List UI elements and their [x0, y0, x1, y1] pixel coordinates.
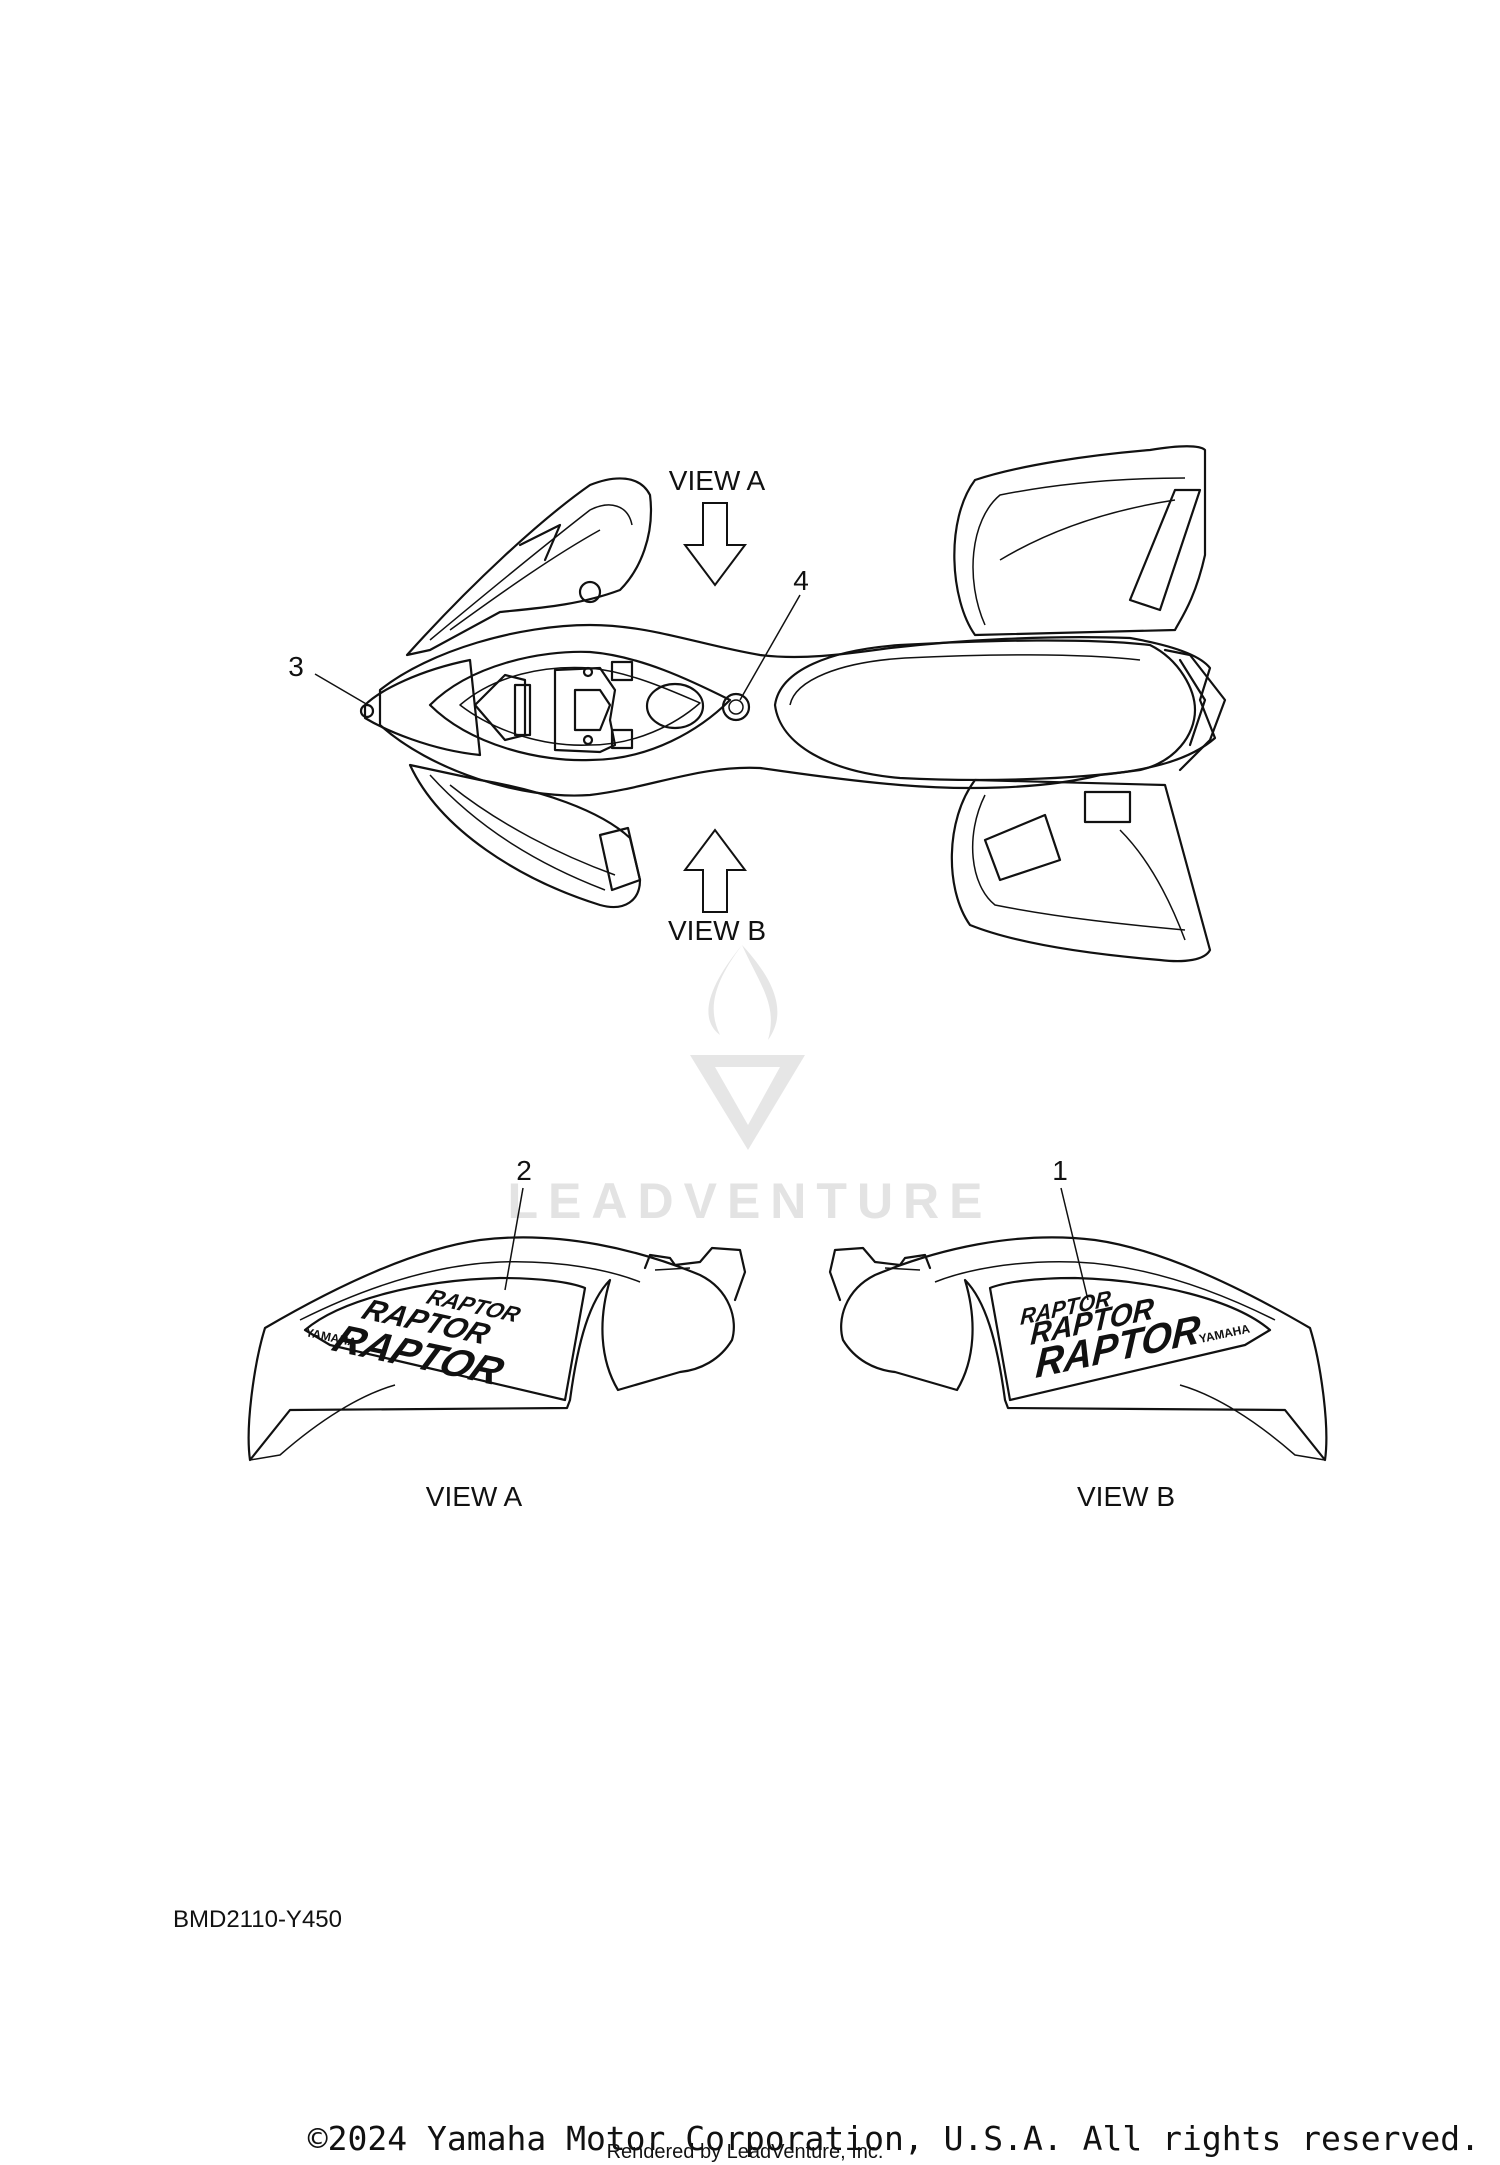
- rendered-by: Rendered by LeadVenture, Inc.: [607, 2141, 884, 2163]
- view-b-label: VIEW B: [668, 915, 766, 946]
- view-a-fender-drawing: [247, 1236, 747, 1462]
- view-a-arrow: [683, 502, 747, 587]
- callout-3: 3: [288, 651, 304, 682]
- diagram-code: BMD2110-Y450: [173, 1906, 342, 1933]
- view-a-label: VIEW A: [669, 465, 766, 496]
- view-a-side-label: VIEW A: [426, 1481, 523, 1512]
- watermark-text: LEADVENTURE: [507, 1173, 992, 1229]
- callout-2: 2: [516, 1155, 532, 1186]
- callout-1: 1: [1052, 1155, 1068, 1186]
- copyright-notice: ©2024 Yamaha Motor Corporation, U.S.A. A…: [308, 2119, 1480, 2158]
- view-b-arrow: [683, 828, 747, 913]
- view-b-fender-drawing: [828, 1236, 1328, 1462]
- view-b-side-label: VIEW B: [1077, 1481, 1175, 1512]
- view-b-decal-yamaha: YAMAHA: [1198, 1321, 1252, 1345]
- top-view-drawing: [314, 445, 1227, 963]
- watermark-logo: [690, 945, 805, 1150]
- callout-4: 4: [793, 565, 809, 596]
